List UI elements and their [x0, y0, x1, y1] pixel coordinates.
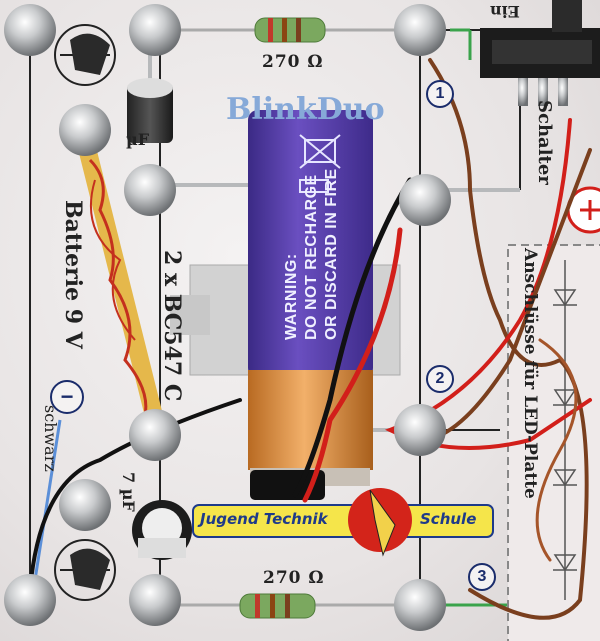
board-title: BlinkDuo	[226, 92, 385, 127]
resistor-bottom	[160, 593, 420, 619]
battery-minus-mark: −	[50, 380, 84, 414]
battery-side-label: Batterie 9 V	[60, 200, 86, 349]
battery-warning-line-1: WARNING:	[283, 253, 300, 340]
battery-warning-line-3: OR DISCARD IN FIRE	[323, 168, 340, 340]
switch-side-label: Schalter	[534, 100, 555, 185]
logo-right-text: Schule	[420, 510, 477, 528]
logo-banner	[192, 488, 494, 557]
pin-number-2: 2	[426, 365, 454, 393]
capacitor-top	[127, 78, 173, 143]
capacitor-label-2: 7 µF	[119, 472, 138, 512]
transistor-label: 2 x BC547 C	[159, 250, 185, 402]
yellow-tube	[76, 131, 164, 429]
pin-number-3: 3	[468, 563, 496, 591]
led-box-label: Anschlüsse für LED-Platte	[520, 248, 540, 499]
resistor-bottom-label: 270 Ω	[263, 568, 325, 588]
capacitor-bottom	[132, 500, 192, 560]
capacitor-label: µF	[126, 130, 150, 149]
pin-number-1: 1	[426, 80, 454, 108]
wire-color-label: schwarz	[41, 405, 60, 472]
resistor-top-label: 270 Ω	[262, 52, 324, 72]
logo-left-text: Jugend Technik	[200, 510, 328, 528]
switch-label: Ein	[490, 2, 520, 21]
battery-warning: WARNING: DO NOT RECHARGE OR DISCARD IN F…	[282, 168, 342, 340]
solder-points	[4, 4, 451, 631]
battery-warning-line-2: DO NOT RECHARGE	[303, 174, 320, 340]
resistor-top	[160, 17, 420, 43]
battery-plus-mark: +	[582, 193, 583, 194]
